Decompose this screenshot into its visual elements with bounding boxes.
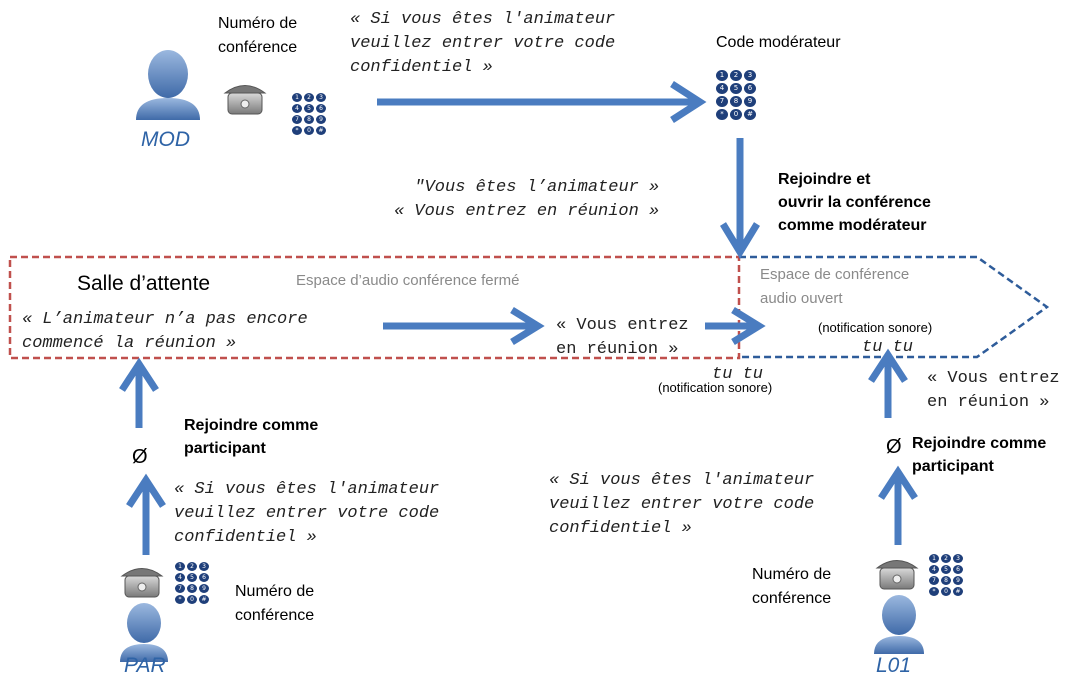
tu-tu-left: tu tu bbox=[712, 365, 764, 384]
keypad-key: 5 bbox=[730, 83, 742, 94]
keypad-key: 4 bbox=[175, 573, 185, 582]
phone-l01 bbox=[875, 560, 919, 590]
prompt-mod-code: « Si vous êtes l'animateur veuillez entr… bbox=[350, 10, 616, 77]
keypad-key: * bbox=[716, 109, 728, 120]
empty-set-symbol-par: Ø bbox=[132, 446, 148, 468]
keypad-key: 2 bbox=[187, 562, 197, 571]
keypad-key: 2 bbox=[304, 93, 314, 102]
arrowhead-mod-to-code bbox=[670, 81, 707, 123]
keypad-key: 7 bbox=[716, 96, 728, 107]
tu-tu-right: tu tu bbox=[862, 338, 914, 357]
notification-sonore-right: (notification sonore) bbox=[818, 320, 933, 335]
keypad-key: 9 bbox=[953, 576, 963, 585]
keypad-key: 5 bbox=[304, 104, 314, 113]
prompt-l01-code: « Si vous êtes l'animateur veuillez entr… bbox=[549, 471, 815, 538]
keypad-key: 9 bbox=[744, 96, 756, 107]
empty-set-symbol-l01: Ø bbox=[886, 436, 902, 458]
keypad-key: * bbox=[175, 595, 185, 604]
keypad-key: 0 bbox=[730, 109, 742, 120]
notification-sonore-left: (notification sonore) bbox=[658, 380, 773, 395]
keypad-key: 8 bbox=[941, 576, 951, 585]
arrowhead-vous-entrez-to-open bbox=[731, 307, 766, 345]
keypad-key: 8 bbox=[730, 96, 742, 107]
arrowhead-waiting-to-vous-entrez bbox=[510, 307, 545, 345]
arrowhead-par-lower bbox=[126, 473, 166, 508]
keypad-key: 7 bbox=[929, 576, 939, 585]
role-par-label: PAR bbox=[124, 654, 166, 677]
keypad-key: 0 bbox=[187, 595, 197, 604]
keypad-key: 3 bbox=[953, 554, 963, 563]
zone-espace-ouvert-title: Espace de conférence audio ouvert bbox=[760, 266, 910, 307]
prompt-vous-entrez-right: « Vous entrez en réunion » bbox=[927, 369, 1060, 412]
numero-conference-par-label: Numéro de conférence bbox=[235, 583, 315, 624]
keypad-key: 5 bbox=[941, 565, 951, 574]
closed-conference-box bbox=[8, 255, 741, 360]
action-rejoindre-participant-par: Rejoindre comme participant bbox=[184, 417, 319, 457]
keypad-key: 6 bbox=[744, 83, 756, 94]
keypad-key: 0 bbox=[304, 126, 314, 135]
keypad-key: * bbox=[929, 587, 939, 596]
arrowhead-par-upper bbox=[119, 357, 159, 392]
keypad-key: 2 bbox=[941, 554, 951, 563]
arrowhead-code-to-open bbox=[720, 222, 760, 259]
prompt-mod-entry: "Vous êtes l’animateur » « Vous entrez e… bbox=[394, 178, 660, 221]
keypad-key: 6 bbox=[199, 573, 209, 582]
numero-conference-l01-label: Numéro de conférence bbox=[752, 566, 832, 607]
role-l01-label: L01 bbox=[876, 654, 912, 677]
keypad-key: 9 bbox=[316, 115, 326, 124]
phone-mod bbox=[223, 85, 267, 115]
keypad-key: 5 bbox=[187, 573, 197, 582]
keypad-key: 3 bbox=[316, 93, 326, 102]
keypad-key: 4 bbox=[929, 565, 939, 574]
keypad-key: 4 bbox=[716, 83, 728, 94]
role-mod-label: MOD bbox=[141, 128, 190, 151]
keypad-key: 3 bbox=[744, 70, 756, 81]
keypad-key: # bbox=[744, 109, 756, 120]
keypad-key: 6 bbox=[953, 565, 963, 574]
keypad-key: 9 bbox=[199, 584, 209, 593]
open-conference-box bbox=[739, 255, 1050, 359]
keypad-key: 1 bbox=[716, 70, 728, 81]
keypad-key: 1 bbox=[175, 562, 185, 571]
zone-espace-ferme-title: Espace d’audio conférence fermé bbox=[296, 272, 520, 289]
prompt-par-code: « Si vous êtes l'animateur veuillez entr… bbox=[174, 480, 440, 547]
keypad-key: 8 bbox=[187, 584, 197, 593]
person-l01 bbox=[874, 595, 924, 654]
keypad-key: 4 bbox=[292, 104, 302, 113]
keypad-key: # bbox=[953, 587, 963, 596]
code-moderateur-label: Code modérateur bbox=[716, 34, 841, 51]
prompt-waiting-room: « L’animateur n’a pas encore commencé la… bbox=[22, 310, 308, 353]
action-rejoindre-moderateur: Rejoindre et ouvrir la conférence comme … bbox=[778, 171, 931, 234]
arrowhead-l01-upper bbox=[868, 348, 908, 383]
keypad-key: 6 bbox=[316, 104, 326, 113]
keypad-key: # bbox=[199, 595, 209, 604]
zone-salle-attente-title: Salle d’attente bbox=[77, 272, 211, 295]
phone-par bbox=[120, 568, 164, 598]
keypad-key: 2 bbox=[730, 70, 742, 81]
keypad-key: 0 bbox=[941, 587, 951, 596]
keypad-key: 3 bbox=[199, 562, 209, 571]
person-par bbox=[120, 603, 168, 662]
keypad-key: 8 bbox=[304, 115, 314, 124]
action-rejoindre-participant-l01: Rejoindre comme participant bbox=[912, 435, 1047, 475]
keypad-key: # bbox=[316, 126, 326, 135]
prompt-vous-entrez-mid: « Vous entrez en réunion » bbox=[556, 316, 689, 359]
keypad-key: * bbox=[292, 126, 302, 135]
keypad-key: 7 bbox=[292, 115, 302, 124]
keypad-key: 1 bbox=[929, 554, 939, 563]
numero-conference-mod-label: Numéro de conférence bbox=[218, 15, 298, 56]
person-mod bbox=[136, 50, 200, 120]
arrowhead-l01-lower bbox=[878, 465, 918, 500]
keypad-key: 1 bbox=[292, 93, 302, 102]
keypad-key: 7 bbox=[175, 584, 185, 593]
